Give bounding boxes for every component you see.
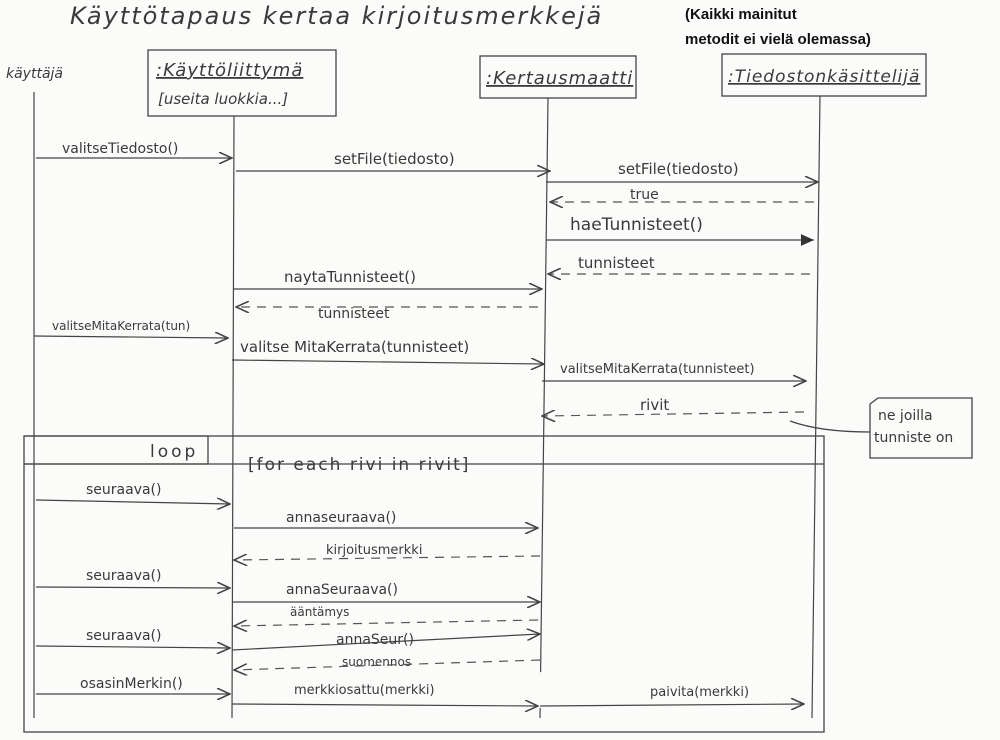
msg-label-14: annaseuraava() (286, 510, 396, 526)
msg-arrow-20 (231, 634, 540, 651)
lifeline-sub-ui: [useita luokkia...] (158, 90, 288, 108)
msg-label-3: setFile(tiedosto) (618, 160, 739, 178)
diagram-title: Käyttötapaus kertaa kirjoitusmerkkejä (70, 2, 603, 30)
msg-label-22: osasinMerkin() (80, 676, 183, 692)
msg-arrow-12 (542, 412, 805, 416)
msg-label-15: kirjoitusmerkki (326, 543, 422, 558)
msg-label-4: true (630, 187, 659, 203)
msg-label-17: annaSeuraava() (286, 582, 398, 598)
lifeline-name-ui: :Käyttöliittymä (156, 60, 303, 81)
lifeline-ui (231, 115, 235, 719)
msg-arrow-16 (35, 587, 230, 588)
lifeline-tiedosto (811, 95, 821, 719)
msg-label-5: haeTunnisteet() (570, 215, 703, 235)
note-line-2: metodit ei vielä olemassa) (685, 31, 871, 48)
msg-label-21: suomennos (342, 655, 411, 669)
loop-frame (23, 435, 825, 733)
msg-arrow-18 (234, 619, 539, 626)
msg-label-2: setFile(tiedosto) (334, 150, 455, 168)
msg-arrow-15 (234, 556, 541, 560)
msg-label-7: naytaTunnisteet() (284, 268, 416, 286)
msg-label-9: valitseMitaKerrata(tun) (52, 319, 190, 333)
lifeline-name-tiedosto: :Tiedostonkäsittelijä (728, 67, 920, 87)
msg-arrow-21 (234, 659, 541, 670)
msg-label-18: ääntämys (290, 605, 349, 619)
note-line-1: (Kaikki mainitut (685, 6, 797, 23)
msg-label-11: valitseMitaKerrata(tunnisteet) (560, 362, 755, 377)
msg-label-20: annaSeur() (336, 632, 414, 648)
comment-connector (789, 420, 871, 433)
erased-area (478, 672, 618, 708)
comment-box (869, 397, 973, 459)
comment-line-2: tunniste on (874, 430, 953, 446)
msg-arrow-9 (33, 336, 228, 338)
lifeline-box-tiedosto (721, 53, 927, 97)
msg-label-23: merkkiosattu(merkki) (294, 683, 435, 698)
msg-label-10: valitse MitaKerrata(tunnisteet) (240, 338, 469, 356)
lifeline-name-kertaus: :Kertausmaatti (486, 68, 633, 89)
msg-arrow-24 (539, 704, 804, 706)
msg-label-13: seuraava() (86, 482, 161, 498)
msg-arrow-10 (231, 360, 544, 364)
msg-label-16: seuraava() (86, 568, 161, 584)
msg-label-19: seuraava() (86, 628, 161, 644)
loop-guard: [for each rivi in rivit] (248, 455, 470, 475)
msg-arrow-23 (231, 704, 538, 706)
lifeline-box-kertaus (479, 55, 637, 99)
msg-arrow-13 (35, 500, 230, 504)
msg-label-24: paivita(merkki) (650, 685, 749, 700)
msg-label-12: rivit (640, 396, 669, 414)
lifeline-kertaus (539, 97, 549, 719)
comment-line-1: ne joilla (878, 408, 933, 424)
msg-label-8: tunnisteet (318, 306, 390, 322)
lifeline-box-ui (147, 49, 337, 117)
msg-label-1: valitseTiedosto() (62, 141, 178, 157)
loop-label: loop (150, 442, 198, 462)
msg-arrow-19 (35, 646, 230, 648)
actor-label: käyttäjä (6, 66, 63, 82)
msg-label-6: tunnisteet (578, 254, 655, 272)
